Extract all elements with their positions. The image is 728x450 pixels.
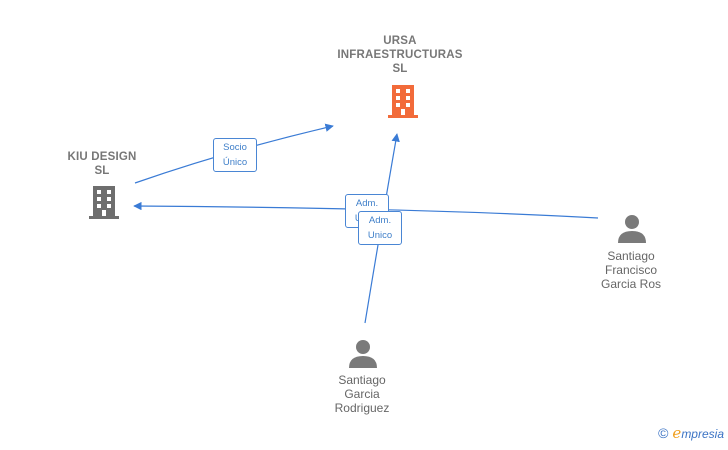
node-label-line: Santiago: [607, 249, 655, 263]
node-label-line: Garcia Ros: [600, 277, 662, 291]
node-label-line: SL: [94, 165, 110, 177]
edge-label-socio-unico[interactable]: Socio Único: [213, 138, 257, 172]
empresia-logo: empresia: [672, 424, 724, 442]
edge-label-line: Adm.: [368, 215, 392, 226]
edge-label-line: Unico: [367, 230, 393, 241]
node-label-kiu[interactable]: KIU DESIGN SL: [52, 150, 152, 178]
node-label-line: Rodriguez: [334, 401, 390, 415]
node-label-line: Garcia: [344, 387, 380, 401]
edge-label-adm-unico-ursa[interactable]: Adm. Unico: [358, 211, 402, 245]
logo-letter-e: e: [672, 424, 682, 442]
copyright-icon: ©: [658, 425, 669, 441]
building-icon[interactable]: [88, 184, 120, 220]
edge-label-line: Adm.: [355, 198, 379, 209]
node-label-line: Francisco: [604, 263, 657, 277]
person-icon[interactable]: [348, 338, 378, 370]
edge-santiago-francisco-to-kiu: [133, 201, 599, 219]
person-icon[interactable]: [617, 213, 647, 245]
logo-text: mpresia: [681, 427, 724, 441]
edge-label-line: Único: [222, 157, 248, 168]
empresia-brand[interactable]: © empresia: [658, 424, 724, 442]
node-label-santiago-garcia[interactable]: Santiago Garcia Rodriguez: [310, 373, 414, 415]
node-label-line: KIU DESIGN: [67, 151, 137, 163]
edge-label-line: Socio: [223, 142, 247, 153]
node-label-ursa[interactable]: URSA INFRAESTRUCTURAS SL: [320, 34, 480, 76]
node-label-santiago-francisco[interactable]: Santiago Francisco Garcia Ros: [580, 249, 682, 291]
node-label-line: Santiago: [338, 373, 386, 387]
node-label-line: URSA: [383, 35, 417, 47]
node-label-line: INFRAESTRUCTURAS: [337, 49, 463, 61]
node-label-line: SL: [392, 63, 408, 75]
building-icon[interactable]: [387, 83, 419, 119]
